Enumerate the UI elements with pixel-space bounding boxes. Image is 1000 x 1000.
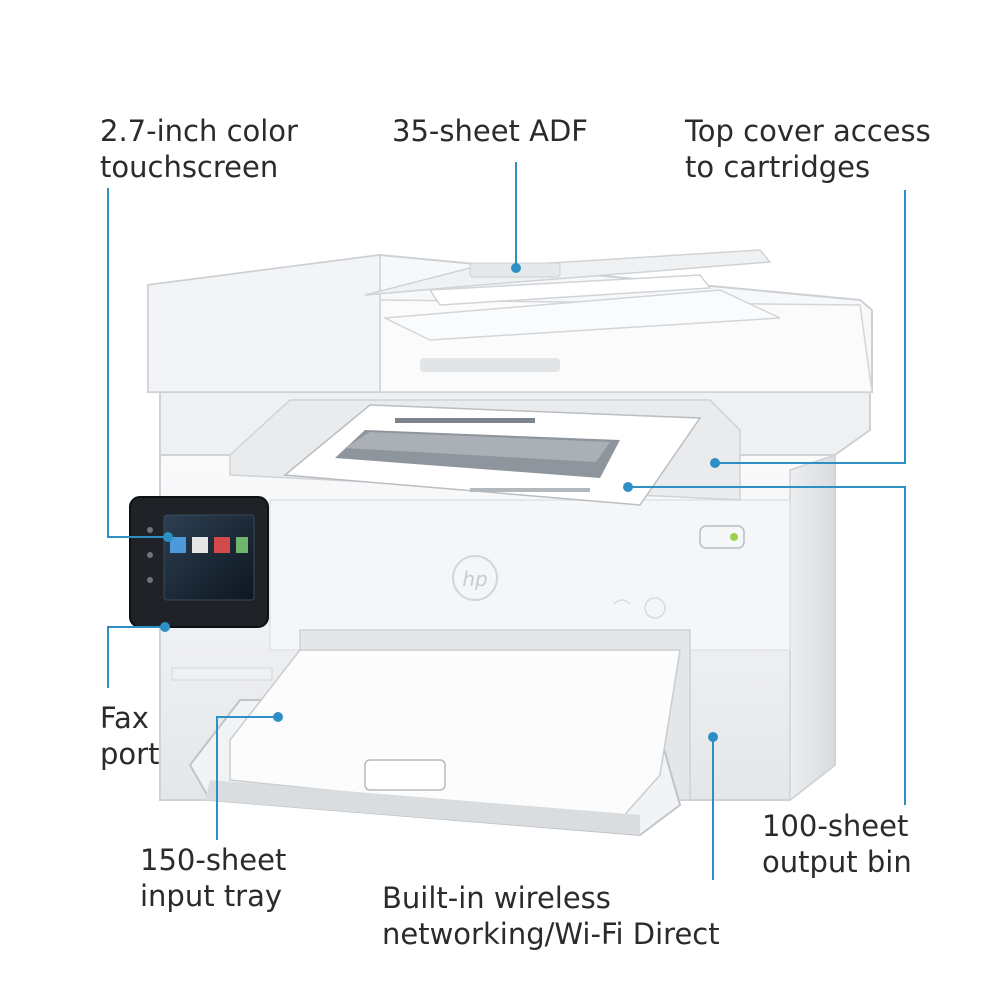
input-tray bbox=[188, 629, 691, 837]
callout-top-cover: Top cover access to cartridges bbox=[685, 113, 931, 185]
callout-top-cover-line1: Top cover access bbox=[685, 114, 931, 148]
callout-fax-port-line1: Fax bbox=[100, 701, 149, 735]
callout-output-bin-line1: 100-sheet bbox=[762, 809, 909, 843]
callout-touchscreen-line1: 2.7-inch color bbox=[100, 114, 298, 148]
power-button-icon bbox=[699, 525, 745, 549]
adf-tray bbox=[364, 249, 781, 341]
callout-wireless-line2: networking/Wi-Fi Direct bbox=[382, 917, 720, 951]
callout-wireless-line1: Built-in wireless bbox=[382, 881, 611, 915]
leader-top-cover bbox=[715, 190, 906, 464]
leader-output-bin bbox=[628, 486, 906, 805]
callout-touchscreen: 2.7-inch color touchscreen bbox=[100, 113, 298, 185]
leader-endpoints bbox=[160, 263, 720, 742]
callout-adf-line1: 35-sheet ADF bbox=[392, 114, 588, 148]
model-label-strip bbox=[171, 667, 273, 681]
callout-input-tray: 150-sheet input tray bbox=[140, 842, 286, 914]
hp-logo-icon: hp bbox=[452, 555, 498, 601]
callout-fax-port-line2: port bbox=[100, 737, 160, 771]
callout-adf: 35-sheet ADF bbox=[392, 113, 588, 149]
leader-lines bbox=[107, 162, 906, 880]
callout-touchscreen-line2: touchscreen bbox=[100, 150, 279, 184]
leader-touchscreen bbox=[107, 188, 168, 538]
callout-output-bin: 100-sheet output bin bbox=[762, 808, 912, 880]
callout-input-tray-line1: 150-sheet bbox=[140, 843, 287, 877]
leader-fax-port bbox=[107, 626, 165, 688]
callout-output-bin-line2: output bin bbox=[762, 845, 912, 879]
control-panel bbox=[129, 496, 269, 628]
callout-input-tray-line2: input tray bbox=[140, 879, 283, 913]
callout-fax-port: Fax port bbox=[100, 700, 159, 772]
output-bin bbox=[229, 399, 741, 506]
svg-text:hp: hp bbox=[462, 567, 487, 591]
callout-wireless: Built-in wireless networking/Wi-Fi Direc… bbox=[382, 880, 720, 952]
callout-top-cover-line2: to cartridges bbox=[685, 150, 871, 184]
leader-input-tray bbox=[216, 716, 278, 840]
wifi-icon bbox=[613, 597, 666, 619]
